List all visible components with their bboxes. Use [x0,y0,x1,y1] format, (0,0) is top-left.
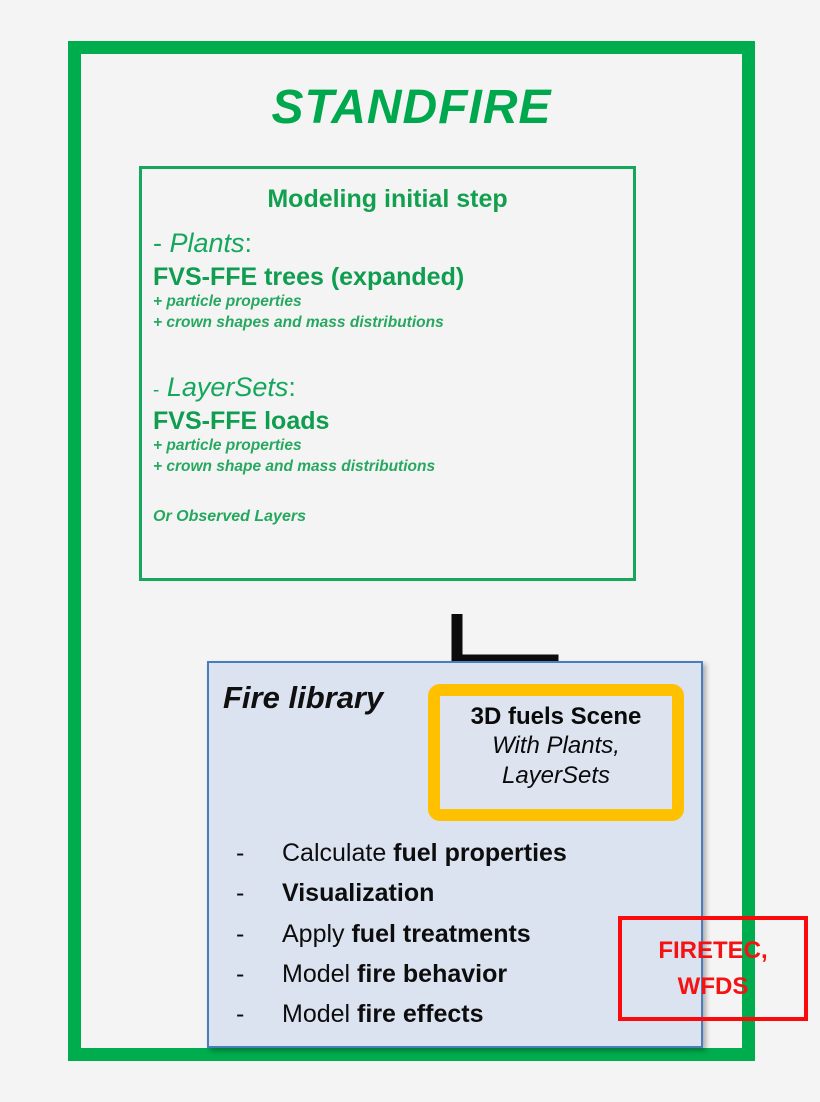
fire-library-label: Fire library [223,680,384,715]
list-item-strong: fuel treatments [351,919,531,948]
list-item-dash: - [236,1000,245,1028]
group-sub-plants-2: + crown shapes and mass distributions [153,313,444,331]
group-dash: - [153,228,162,258]
fire-models-line2: WFDS [677,972,749,1000]
list-item-label: Model fire effects [282,994,484,1034]
group-main-plants: FVS-FFE trees (expanded) [153,263,465,292]
modeling-heading: Modeling initial step [267,185,508,213]
fire-models-box: FIRETEC, WFDS [618,916,808,1021]
list-item-plain: Calculate [282,839,394,867]
list-item-label: Calculate fuel properties [282,833,567,873]
list-item-plain: Apply [282,919,352,948]
group-sub-layersets-2: + crown shape and mass distributions [153,457,436,475]
list-item-strong: fire behavior [357,959,508,988]
modeling-footnote: Or Observed Layers [153,507,306,525]
list-item-plain: Model [282,1000,358,1028]
list-item: - Model fire effects [236,994,676,1034]
list-item-strong: fuel properties [393,839,567,867]
list-item-strong: Visualization [282,879,435,908]
modeling-group-layersets: - LayerSets: FVS-FFE loads + particle pr… [142,372,633,478]
modeling-initial-step-box: Modeling initial step - Plants: FVS-FFE … [139,166,636,581]
fuels-scene-line3: LayerSets [501,762,611,790]
fuels-scene-box: 3D fuels Scene With Plants, LayerSets [428,684,684,821]
group-sub-plants-1: + particle properties [153,293,302,311]
list-item: - Model fire behavior [236,954,676,994]
standfire-outer-frame: STANDFIRE Modeling initial step - Plants… [68,41,808,1061]
group-title-plants: - Plants: [153,228,633,259]
list-item-dash: - [236,919,245,948]
group-main-layersets: FVS-FFE loads [153,406,330,435]
list-item-plain: Model [282,959,358,988]
list-item: - Visualization [236,873,676,913]
list-item-dash: - [236,959,245,988]
page-title: STANDFIRE [271,81,552,134]
fuels-scene-line2: With Plants, [492,731,620,759]
list-item-label: Apply fuel treatments [282,914,531,954]
group-dash: - [153,379,160,401]
group-title-layersets: - LayerSets: [153,372,633,403]
list-item-label: Visualization [282,873,434,913]
fire-models-line1: FIRETEC, [658,936,768,964]
modeling-group-plants: - Plants: FVS-FFE trees (expanded) + par… [142,228,633,334]
list-item: - Calculate fuel properties [236,833,676,873]
list-item-dash: - [236,839,245,867]
list-item-label: Model fire behavior [282,954,507,994]
list-item-strong: fire effects [357,1000,484,1028]
group-label: LayerSets [159,371,289,402]
list-item-dash: - [236,879,245,908]
group-label: Plants [162,228,245,258]
fire-library-capability-list: - Calculate fuel properties - Visualizat… [236,833,676,1034]
group-colon: : [244,228,253,258]
fuels-scene-title: 3D fuels Scene [470,703,642,730]
group-colon: : [288,371,296,402]
list-item: - Apply fuel treatments [236,914,676,954]
group-sub-layersets-1: + particle properties [153,436,302,454]
